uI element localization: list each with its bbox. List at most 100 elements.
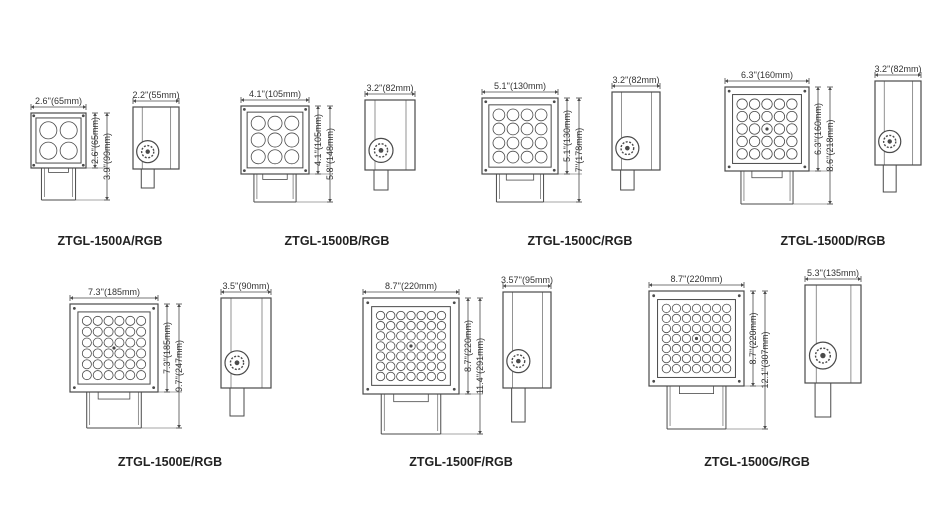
led-lens: [125, 337, 136, 348]
dimension-arrow: [875, 73, 878, 77]
knob-center: [820, 352, 826, 359]
led-lens: [386, 361, 396, 371]
led-lens: [136, 348, 147, 359]
dimension-arrow: [828, 87, 832, 90]
led-lens: [671, 353, 682, 364]
led-lens: [426, 310, 436, 321]
led-lens: [711, 323, 722, 334]
led-lens: [92, 359, 103, 370]
led-lens: [761, 110, 773, 123]
screw-icon: [304, 107, 308, 111]
led-lens: [701, 333, 712, 344]
led-lens: [722, 323, 732, 334]
dimension-arrow: [155, 296, 158, 300]
model-label: ZTGL-1500F/RGB: [409, 455, 513, 469]
led-lens: [406, 331, 416, 341]
lens-panel: [77, 311, 151, 385]
dimension-arrow: [805, 277, 808, 281]
led-lens: [125, 326, 136, 337]
front-view: 7.3''(185mm)7.3''(185mm)9.7''(247mm): [69, 287, 184, 429]
lens-panel: [488, 104, 552, 168]
model-label: ZTGL-1500G/RGB: [704, 455, 810, 469]
model-label: ZTGL-1500A/RGB: [58, 234, 163, 248]
led-lens: [671, 343, 682, 354]
dimension-label: 6.3''(160mm): [741, 70, 793, 80]
front-view: 2.6''(65mm)2.6''(65mm)3.9''(99mm): [30, 96, 112, 201]
led-lens: [773, 98, 786, 110]
led-lens: [103, 326, 114, 337]
led-lens: [711, 364, 722, 374]
bracket-clamp: [262, 173, 288, 180]
led-lens: [736, 135, 748, 148]
led-lens: [416, 331, 426, 341]
dimension-arrow: [93, 113, 97, 116]
side-view: 5.3''(135mm): [804, 268, 862, 418]
dimension-label: 3.57''(95mm): [501, 275, 553, 285]
screw-icon: [484, 168, 488, 172]
knob-grip: [814, 347, 832, 364]
led-lens: [114, 326, 125, 337]
dimension-arrow: [241, 98, 244, 102]
led-lens: [691, 303, 702, 313]
led-lens: [136, 326, 147, 337]
led-lens: [506, 108, 520, 122]
bracket-clamp: [393, 393, 429, 403]
screw-icon: [552, 168, 556, 172]
dimension-label: 9.7''(247mm): [174, 340, 184, 392]
led-lens: [125, 359, 136, 370]
led-lens: [103, 348, 114, 359]
led-lens: [786, 98, 798, 110]
led-lens: [81, 359, 92, 370]
dimension-arrow: [478, 431, 482, 434]
knob-center: [234, 360, 240, 366]
side-bracket-arm: [229, 387, 245, 417]
led-lens: [681, 323, 692, 334]
led-lens: [416, 361, 426, 371]
dimension-arrow: [577, 98, 581, 101]
led-lens: [701, 303, 712, 313]
led-lens: [103, 370, 114, 381]
led-lens: [520, 122, 534, 136]
front-view: 8.7''(220mm)8.7''(220mm)12.1''(307mm): [648, 274, 770, 430]
dimension-arrow: [93, 165, 97, 168]
led-lens: [284, 115, 300, 131]
led-lens: [748, 98, 761, 110]
screw-icon: [366, 301, 370, 305]
screw-icon: [727, 165, 731, 169]
side-bracket-arm: [814, 382, 832, 418]
dimension-label: 8.7''(220mm): [385, 281, 437, 291]
led-lens: [711, 333, 722, 344]
front-view: 8.7''(220mm)8.7''(220mm)11.4''(291mm): [362, 281, 485, 435]
model-drawing-0: 2.6''(65mm)2.6''(65mm)3.9''(99mm)2.2''(5…: [30, 90, 180, 248]
side-bracket-arm: [882, 164, 897, 193]
dimension-arrow: [828, 201, 832, 204]
led-lens: [114, 359, 125, 370]
led-lens: [114, 315, 125, 326]
dimension-arrow: [649, 283, 652, 287]
screw-icon: [81, 163, 85, 167]
dimension-label: 2.6''(65mm): [90, 117, 100, 164]
led-lens: [114, 370, 125, 381]
model-label: ZTGL-1500B/RGB: [285, 234, 390, 248]
led-lens: [748, 123, 761, 135]
led-lens: [661, 364, 671, 374]
dimension-arrow: [725, 79, 728, 83]
dimension-label: 3.9''(99mm): [102, 133, 112, 180]
led-lens: [406, 361, 416, 371]
screw-icon: [152, 386, 156, 390]
dimension-arrow: [548, 284, 551, 288]
led-lens: [114, 348, 125, 359]
screw-icon: [484, 100, 488, 104]
led-lens: [267, 149, 283, 165]
knob-grip: [511, 354, 526, 369]
led-lens: [136, 315, 147, 326]
led-lens: [520, 150, 534, 164]
dimension-arrow: [176, 99, 179, 103]
led-lens: [406, 371, 416, 382]
screw-icon: [803, 165, 807, 169]
front-view: 5.1''(130mm)5.1''(130mm)7''(178mm): [481, 81, 584, 203]
dimension-arrow: [806, 79, 809, 83]
dimension-label: 5.1''(130mm): [562, 110, 572, 162]
led-lens: [736, 148, 748, 160]
screw-icon: [452, 387, 456, 391]
